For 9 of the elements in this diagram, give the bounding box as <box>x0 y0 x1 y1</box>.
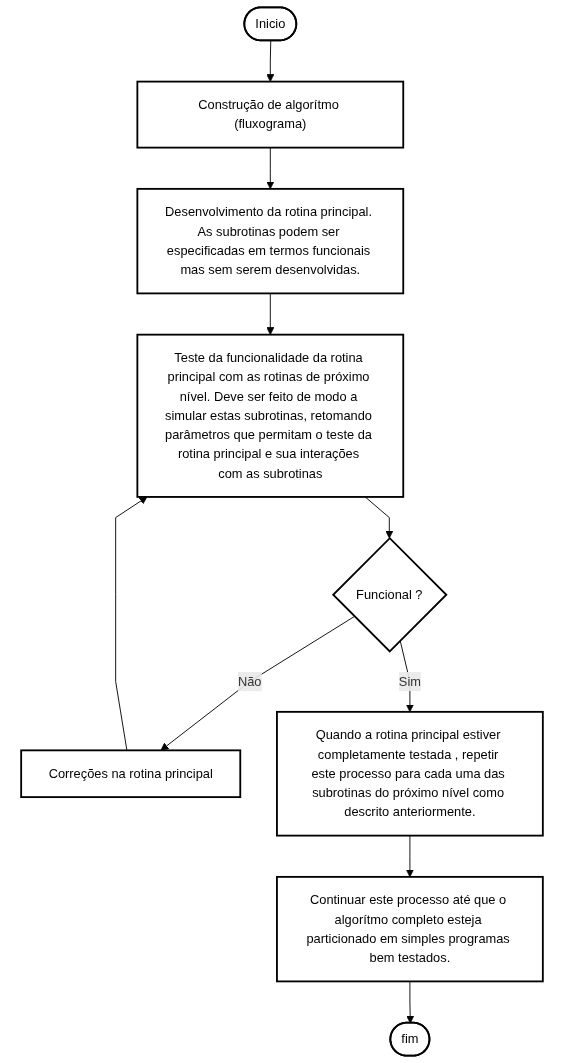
node-box: Desenvolvimento da rotina principal. As subrotinas podem ser especificadas em termos funcionais mas sem serem desenvolvidas. <box>136 187 405 295</box>
node-box: Continuar este processo até que o algorítmo completo esteja particionado em simples programas bem testados. <box>276 875 544 983</box>
node-box: Teste da funcionalidade da rotina principal com as rotinas de próximo nível. Deve ser feito de modo a simular estas subrotinas, retomando parâmetros que permitam o teste da rotina principal e sua interações com as subrotinas <box>136 333 405 498</box>
node-diamond: Funcional ? <box>331 536 448 653</box>
edge-label: Não <box>237 673 262 689</box>
edge-label: Sim <box>398 673 421 689</box>
node-box: Construção de algorítmo (fluxograma) <box>136 80 405 149</box>
node-box: Quando a rotina principal estiver completamente testada , repetir este processo para cada uma das subrotinas do próximo nível como descrito anteriormente. <box>276 710 544 837</box>
node-box: Correções na rotina principal <box>20 749 242 799</box>
